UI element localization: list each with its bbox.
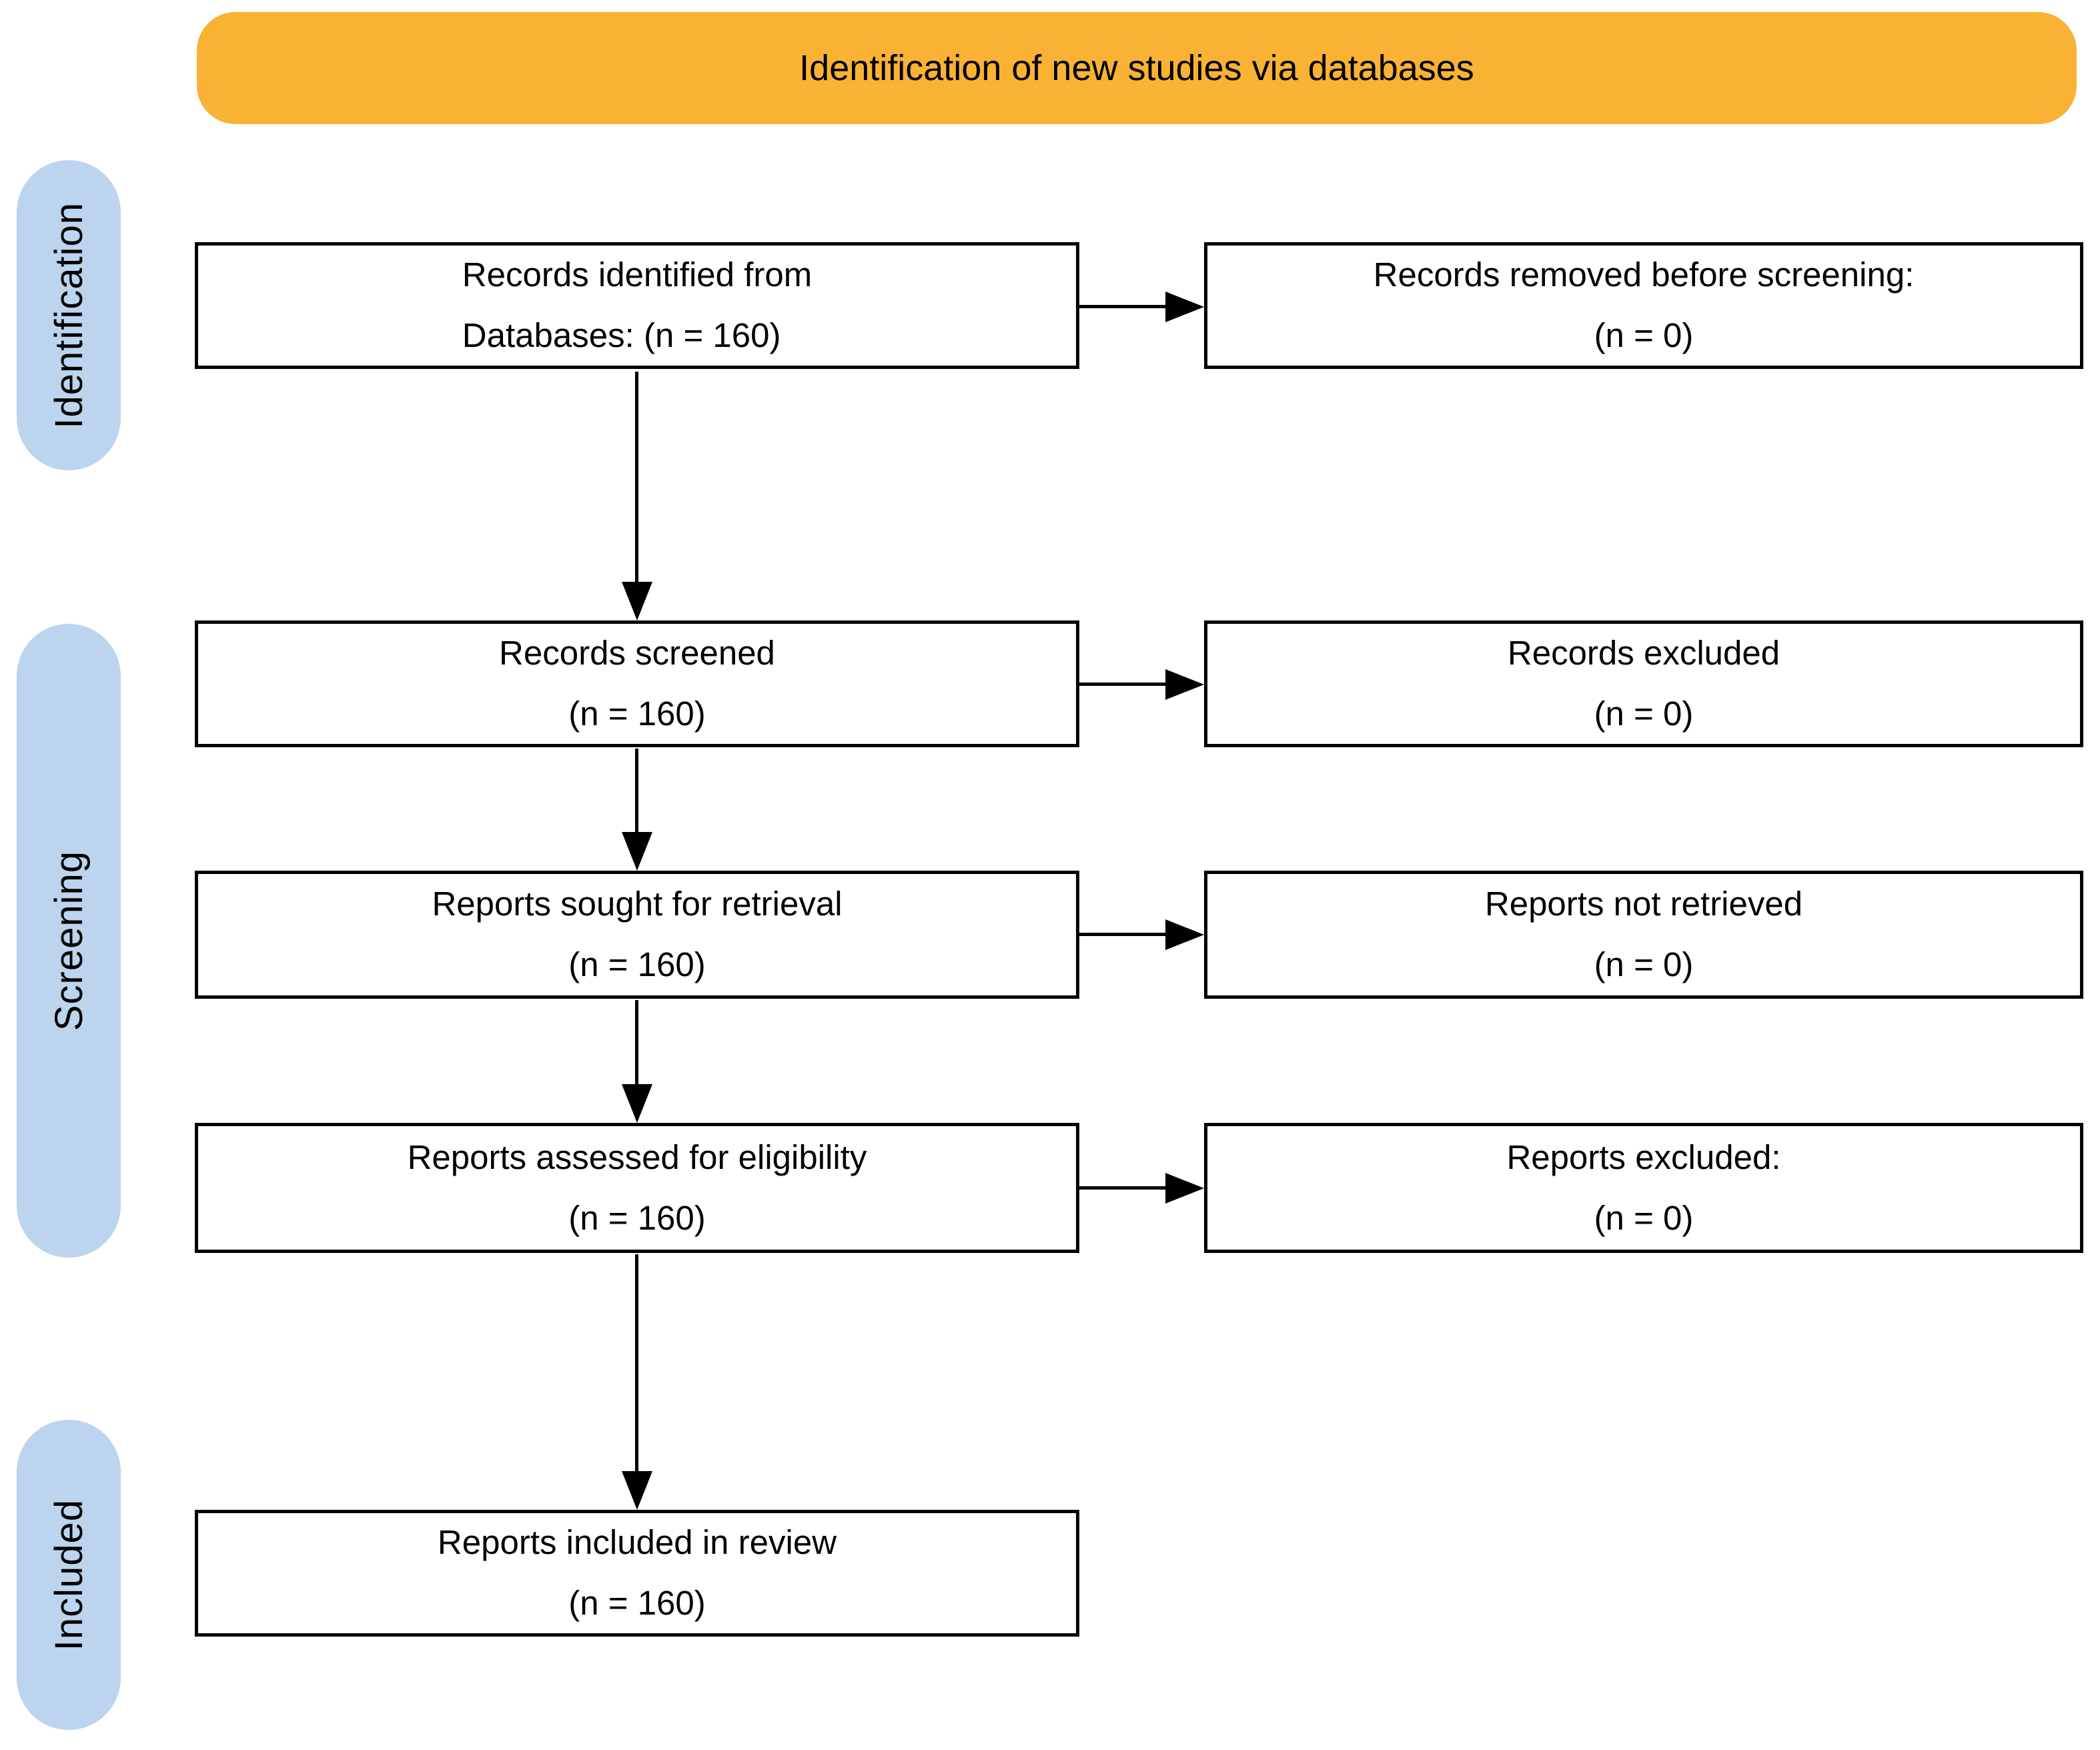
box-text: Records screened (n = 160) bbox=[499, 623, 775, 745]
box-line: Reports not retrieved bbox=[1484, 885, 1803, 923]
box-line: Records identified from bbox=[462, 256, 813, 294]
stage-label-included: Included bbox=[47, 1498, 91, 1651]
box-reports-not-retrieved: Reports not retrieved (n = 0) bbox=[1204, 871, 2083, 999]
box-text: Reports sought for retrieval (n = 160) bbox=[432, 874, 842, 995]
box-line: Reports included in review bbox=[437, 1523, 837, 1562]
box-records-excluded: Records excluded (n = 0) bbox=[1204, 620, 2083, 747]
arrow-head-right-icon bbox=[1165, 1173, 1204, 1204]
box-line: Reports assessed for eligibility bbox=[407, 1138, 867, 1176]
box-records-identified: Records identified from Databases: (n = … bbox=[195, 242, 1079, 369]
box-reports-sought: Reports sought for retrieval (n = 160) bbox=[195, 871, 1079, 999]
arrow-line bbox=[1079, 683, 1166, 686]
box-line: (n = 0) bbox=[1594, 695, 1694, 733]
arrow-line bbox=[635, 749, 638, 834]
box-line: Databases: (n = 160) bbox=[462, 316, 781, 354]
arrow-head-down-icon bbox=[622, 582, 652, 620]
arrow-head-down-icon bbox=[622, 1084, 652, 1123]
stage-bar-identification: Identification bbox=[17, 160, 121, 470]
box-line: (n = 0) bbox=[1594, 945, 1694, 983]
box-line: Reports excluded: bbox=[1506, 1138, 1781, 1176]
box-text: Records identified from Databases: (n = … bbox=[462, 245, 812, 366]
stage-label-screening: Screening bbox=[47, 850, 91, 1031]
arrow-line bbox=[635, 372, 638, 584]
arrow-head-down-icon bbox=[622, 832, 652, 871]
arrow-head-right-icon bbox=[1165, 919, 1204, 950]
box-line: Records screened bbox=[499, 634, 775, 673]
box-line: (n = 160) bbox=[568, 1584, 706, 1622]
box-text: Reports assessed for eligibility (n = 16… bbox=[408, 1128, 867, 1249]
box-text: Reports not retrieved (n = 0) bbox=[1485, 874, 1802, 995]
stage-label-identification: Identification bbox=[47, 201, 91, 429]
box-line: Records removed before screening: bbox=[1373, 256, 1915, 294]
box-line: (n = 160) bbox=[568, 695, 706, 733]
box-text: Records excluded (n = 0) bbox=[1508, 623, 1780, 745]
arrow-line bbox=[635, 1000, 638, 1085]
stage-bar-screening: Screening bbox=[17, 624, 121, 1258]
arrow-head-down-icon bbox=[622, 1471, 652, 1510]
box-line: (n = 160) bbox=[568, 945, 706, 983]
box-text: Reports excluded: (n = 0) bbox=[1506, 1128, 1780, 1249]
box-text: Records removed before screening: (n = 0… bbox=[1374, 245, 1915, 366]
banner-label: Identification of new studies via databa… bbox=[799, 48, 1474, 88]
box-reports-excluded: Reports excluded: (n = 0) bbox=[1204, 1123, 2083, 1253]
arrow-head-right-icon bbox=[1165, 292, 1204, 322]
box-line: (n = 0) bbox=[1594, 316, 1694, 354]
box-line: (n = 0) bbox=[1594, 1198, 1694, 1237]
box-line: (n = 160) bbox=[568, 1198, 706, 1237]
arrow-line bbox=[1079, 305, 1166, 308]
arrow-line bbox=[635, 1254, 638, 1473]
arrow-line bbox=[1079, 1186, 1166, 1190]
stage-bar-included: Included bbox=[17, 1420, 121, 1730]
box-records-screened: Records screened (n = 160) bbox=[195, 620, 1079, 747]
arrow-line bbox=[1079, 933, 1166, 936]
box-reports-included: Reports included in review (n = 160) bbox=[195, 1510, 1079, 1637]
box-records-removed-before-screening: Records removed before screening: (n = 0… bbox=[1204, 242, 2083, 369]
box-text: Reports included in review (n = 160) bbox=[438, 1512, 837, 1634]
box-line: Records excluded bbox=[1507, 634, 1780, 673]
box-line: Reports sought for retrieval bbox=[432, 885, 843, 923]
box-reports-assessed: Reports assessed for eligibility (n = 16… bbox=[195, 1123, 1079, 1253]
arrow-head-right-icon bbox=[1165, 669, 1204, 700]
banner-identification-via-databases: Identification of new studies via databa… bbox=[197, 12, 2077, 124]
